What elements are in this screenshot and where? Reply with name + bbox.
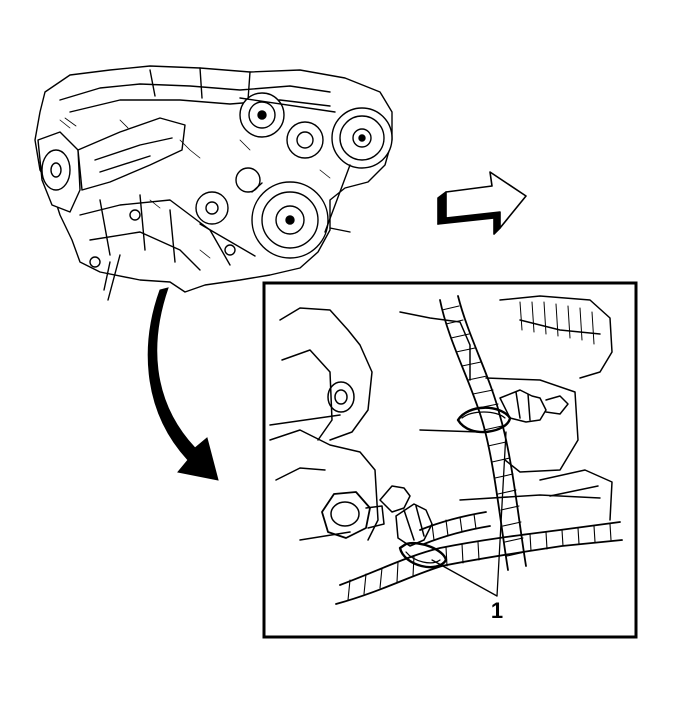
- manifold-top: [59, 67, 331, 113]
- engine-overview: [34, 65, 393, 301]
- intake-tube-2: [94, 137, 173, 173]
- sensor-connector-lower: [395, 503, 433, 547]
- engine-block-lower: [79, 194, 231, 271]
- mount-bolt: [129, 209, 141, 221]
- block-rail: [269, 414, 601, 541]
- cam-sprocket-hub: [50, 162, 62, 178]
- block-right: [399, 295, 613, 473]
- mount-bolt: [89, 256, 101, 268]
- inset-frame: [262, 281, 638, 639]
- harness-clip-lower: [398, 541, 448, 569]
- intake-tube: [77, 117, 186, 191]
- sensor-body-lower: [379, 485, 411, 513]
- sensor-connector-upper: [499, 389, 547, 423]
- mounting-bolt-head: [321, 491, 371, 539]
- drive-belt: [199, 97, 351, 257]
- bracket-bolt-hole: [327, 381, 355, 413]
- inset-drawing: [269, 295, 623, 605]
- harness-ribs-horizontal: [347, 523, 612, 601]
- callout-label-1: 1: [491, 598, 503, 623]
- front-direction-arrow-icon: [437, 171, 527, 235]
- wire-harness-overview: [103, 227, 351, 301]
- belt-idler: [235, 167, 261, 193]
- bracket-upper: [279, 307, 373, 441]
- bracket-lower-right: [539, 469, 613, 521]
- sensor-body-upper: [545, 395, 569, 415]
- engine-shading: [59, 117, 331, 259]
- zoom-in-curved-arrow-icon: [147, 287, 219, 481]
- callout-leader-upper: [496, 431, 507, 597]
- sensor-cable-lower: [419, 511, 491, 545]
- detail-inset: 1: [262, 281, 638, 639]
- mount-bolt: [224, 244, 236, 256]
- block-grille: [519, 301, 595, 345]
- callout-leader-lower: [431, 559, 498, 597]
- block-face-left: [269, 429, 379, 541]
